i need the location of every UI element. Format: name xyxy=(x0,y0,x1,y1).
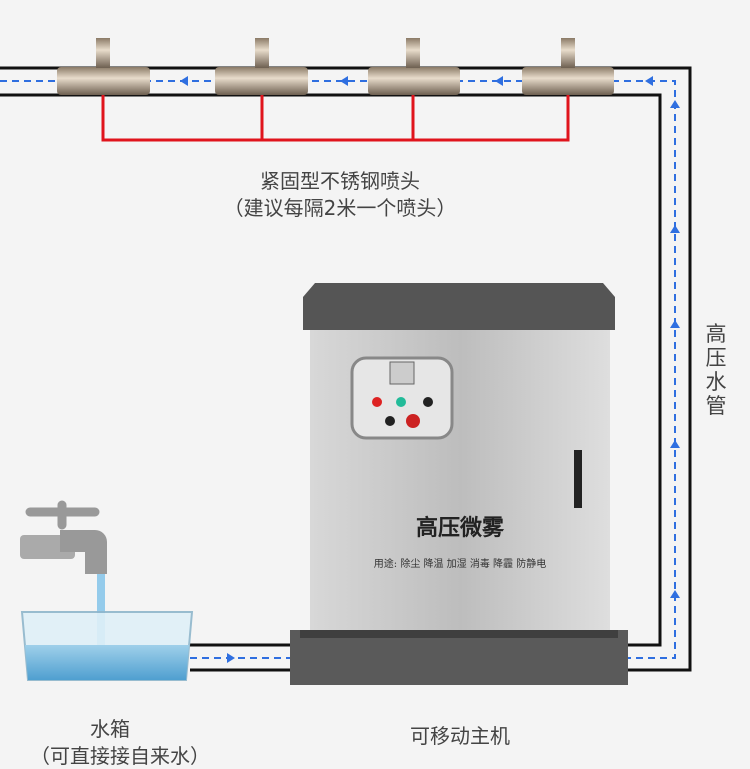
host-title: 可移动主机 xyxy=(410,724,510,748)
tank-title: 水箱 xyxy=(90,717,130,741)
pipe-network xyxy=(0,66,692,672)
nozzle xyxy=(368,38,460,95)
machine-title: 高压微雾 xyxy=(415,515,504,541)
tank-note: （可直接接自来水） xyxy=(30,744,210,768)
pipe-label: 高压水管 xyxy=(705,322,727,418)
faucet-and-tank xyxy=(20,500,194,681)
nozzle-title: 紧固型不锈钢喷头 xyxy=(260,169,420,193)
flow-arrows xyxy=(180,76,680,663)
nozzle xyxy=(57,38,150,95)
diagram-canvas xyxy=(0,38,692,685)
nozzle-wires xyxy=(101,95,570,142)
nozzle xyxy=(215,38,308,95)
nozzle-note: （建议每隔2米一个喷头） xyxy=(223,196,457,220)
nozzles xyxy=(57,38,614,95)
machine xyxy=(290,283,628,685)
machine-usage: 用途: 除尘 降温 加湿 消毒 降霾 防静电 xyxy=(373,559,547,570)
nozzle xyxy=(522,38,614,95)
